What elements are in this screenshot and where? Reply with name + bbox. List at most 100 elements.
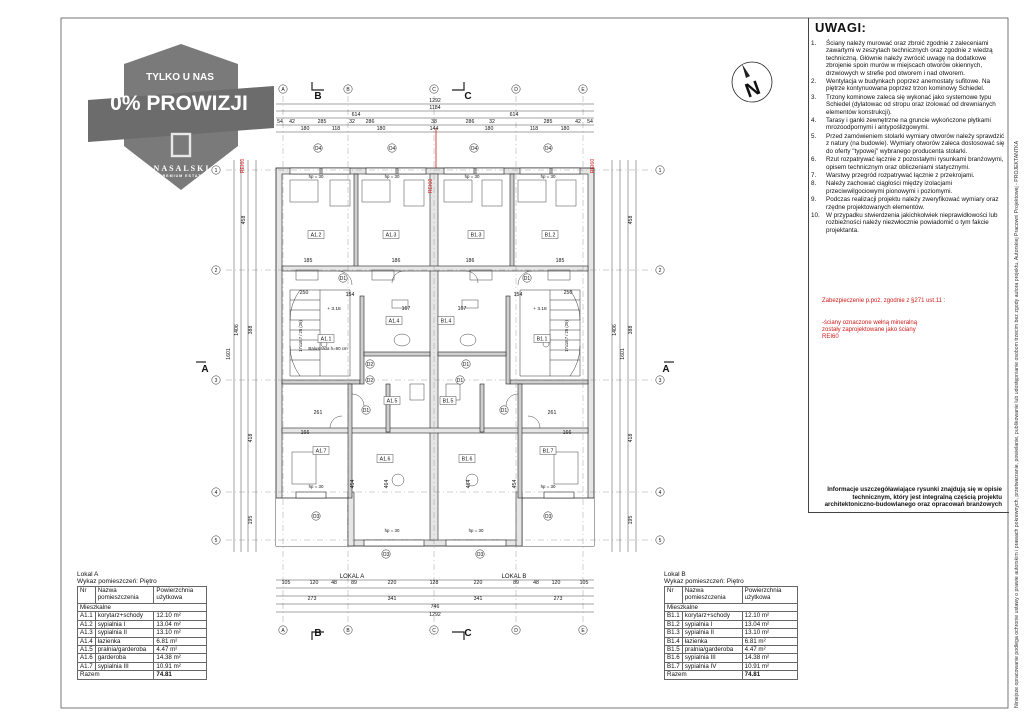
stairs-b <box>519 289 581 377</box>
dimension-value: 54 <box>277 119 283 125</box>
note-item: 7.Warstwy przegród rozpatrywać łącznie z… <box>809 172 1005 179</box>
axis-bubble-right: 2 <box>659 268 662 274</box>
lokal-label: LOKAL A <box>340 574 364 580</box>
axis-bubble-top-bubble <box>429 84 439 94</box>
table-cell: B1.5 <box>664 644 683 655</box>
note-text: Warstwy przegród rozpatrywać łącznie z p… <box>826 171 975 179</box>
rei-label: REI60 <box>428 179 434 194</box>
copyright-note: Niniejsze opracowanie podlega ochronie u… <box>1008 18 1020 708</box>
table-cell: A1.7 <box>77 661 96 672</box>
table-header-cell: Nr <box>664 586 683 604</box>
table-cell: garderoba <box>94 653 155 663</box>
stairs-a <box>289 289 351 377</box>
table-cell: sypialnia III <box>94 661 155 672</box>
room-tag-box <box>307 230 325 239</box>
section-label: B <box>314 628 321 639</box>
section-label: C <box>464 628 471 639</box>
info-note: Informacje uszczegóławiające rysunki zna… <box>824 486 1002 509</box>
table-cell: 4.47 m² <box>741 644 799 655</box>
room-tag: B1.6 <box>462 457 473 463</box>
table-cell: B1.2 <box>664 619 683 630</box>
window-tag-bubble <box>313 143 323 153</box>
dimension-value: 286 <box>366 119 375 125</box>
axis-bubble-left: 2 <box>215 268 218 274</box>
north-label: N <box>742 77 763 103</box>
table-total-label: Razem <box>76 670 155 680</box>
stair-level: + 3.18 <box>327 306 341 312</box>
axis-bubble-left-bubble <box>211 535 221 545</box>
room-dimension: 167 <box>458 306 467 312</box>
door-tag-bubble <box>365 375 375 385</box>
dimension-value: 614 <box>510 112 519 118</box>
dimension-value: 1406 <box>612 324 618 336</box>
table-cell: B1.3 <box>664 628 683 638</box>
axis-bubble-top-bubble <box>578 84 588 94</box>
dimension-value: 180 <box>377 126 386 132</box>
door-tag-bubble <box>365 359 375 369</box>
table-lokal: Lokal A <box>77 571 99 578</box>
table-category-cell: Mieszkalne <box>77 602 207 613</box>
dimension-value: 128 <box>430 580 439 586</box>
rei-label: REI60 <box>590 159 596 174</box>
axis-bubble-bottom-bubble <box>278 625 288 635</box>
note-number: 3. <box>811 93 817 101</box>
dimension-value: 105 <box>282 580 291 586</box>
dimension-value: 464 <box>466 480 472 489</box>
watermark-tagline: TYLKO U NAS <box>146 72 214 83</box>
axis-bubble-left-bubble <box>211 165 221 175</box>
table-cell: B1.7 <box>664 661 683 672</box>
axis-bubble-bottom-bubble <box>429 625 439 635</box>
table-cell: 6.81 m² <box>153 636 207 646</box>
axis-bubble-bottom: D <box>514 628 518 634</box>
door-tag-bubble <box>499 405 509 415</box>
room-tag: A1.6 <box>380 457 391 463</box>
room-tag: A1.2 <box>311 233 322 239</box>
note-text: Wentylacja w budynkach poprzez anemostat… <box>826 78 991 93</box>
table-cell: sypialnia I <box>94 619 155 630</box>
table-subtitle: Wykaz pomieszczeń: Piętro <box>77 578 157 585</box>
sill-height: hp = 30 <box>309 174 324 179</box>
door-tag: D1 <box>524 276 531 282</box>
room-tag-box <box>376 454 394 463</box>
room-dimension: 166 <box>563 430 572 436</box>
room-dimension: 154 <box>346 292 355 298</box>
room-dimension: 154 <box>514 292 523 298</box>
sill-height: hp = 30 <box>469 528 484 533</box>
note-number: 1. <box>811 40 817 47</box>
table-cell: łazienka <box>94 636 155 646</box>
note-number: 8. <box>811 180 817 188</box>
room-tag-box <box>541 230 559 239</box>
axis-bubble-bottom: B <box>346 628 350 634</box>
dimension-value: 286 <box>466 119 475 125</box>
window-tag: O4 <box>545 146 552 152</box>
table-cell: 12.10 m² <box>741 611 799 621</box>
room-tag: B1.3 <box>471 233 482 239</box>
axis-bubble-top: E <box>581 87 585 93</box>
dimension-value: 388 <box>248 326 254 335</box>
table-cell: pralnia/garderoba <box>681 644 743 655</box>
room-tag-box <box>312 446 330 455</box>
dimension-value: 89 <box>513 580 519 586</box>
dimension-value: 746 <box>431 604 440 610</box>
rei-label: REI60 <box>240 159 246 174</box>
room-dimension: 166 <box>301 430 310 436</box>
axis-bubble-top-bubble <box>343 84 353 94</box>
dimension-value: 1184 <box>429 105 440 111</box>
table-cell: B1.4 <box>664 636 683 646</box>
table-cell: 12.10 m² <box>153 611 207 621</box>
note-number: 10. <box>811 211 820 219</box>
note-text: Podczas realizacji projektu należy zwery… <box>826 196 999 211</box>
window-tag: O3 <box>383 552 390 558</box>
axis-bubble-right: 3 <box>659 378 662 384</box>
axis-bubble-right-bubble <box>655 535 665 545</box>
dimension-value: 42 <box>289 119 295 125</box>
sheet-border <box>60 17 1009 709</box>
dimension-value: 273 <box>554 596 563 602</box>
